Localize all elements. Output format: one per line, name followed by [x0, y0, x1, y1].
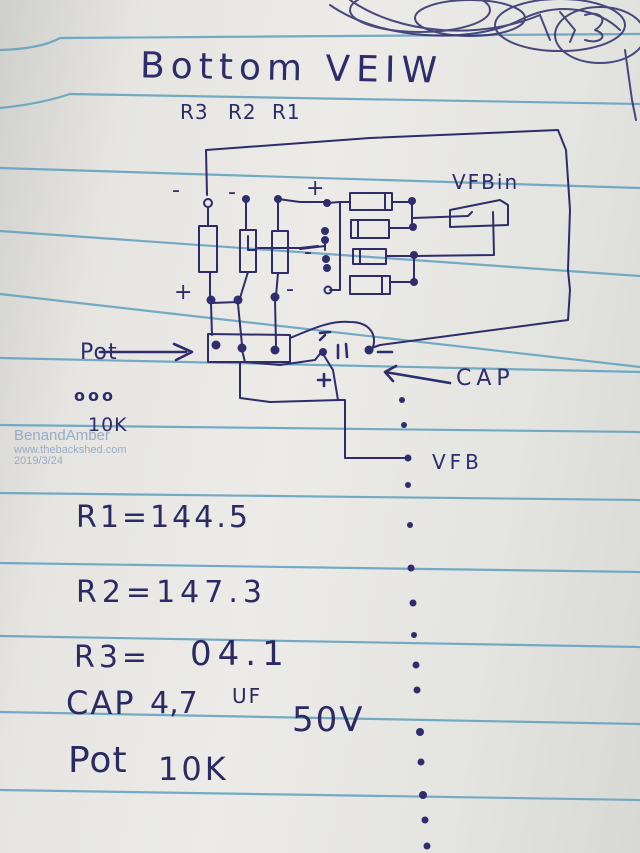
note-r3-value: 04.1 — [190, 634, 290, 674]
wire-vfbin — [412, 211, 495, 257]
pin-mid-3 — [322, 255, 330, 263]
label-r3: R3 — [180, 100, 209, 124]
wire-r1-to-plus — [277, 198, 326, 203]
pin-d2-out — [409, 223, 417, 231]
watermark-date: 2019/3/24 — [14, 455, 63, 467]
pot-pin-3 — [270, 345, 280, 355]
note-cap-unit: UF — [232, 684, 263, 708]
note-r3-label: R3= — [74, 640, 152, 675]
ruled-lines — [0, 32, 640, 802]
wire-resistor-bottoms — [209, 271, 279, 301]
wire-resistor-tops — [207, 198, 279, 232]
note-cap-label: CAP — [66, 684, 136, 722]
minus-mark-r1: - — [286, 277, 295, 302]
note-r1: R1=144.5 — [76, 500, 251, 535]
pin-r2-top — [242, 195, 250, 203]
cap-pin-minus — [364, 345, 374, 355]
pin-mid-1 — [321, 227, 329, 235]
label-r1: R1 — [272, 100, 301, 124]
wire-mid — [299, 242, 326, 251]
plus-mark-r3: + — [174, 280, 194, 305]
note-r2-label: R2= — [76, 575, 157, 610]
wire-pot-to-vfb — [239, 361, 409, 459]
note-cap-voltage: 50V — [292, 700, 365, 740]
watermark-site: www.thebackshed.com — [14, 444, 127, 456]
diode-2 — [350, 219, 390, 239]
label-r2: R2 — [228, 100, 257, 124]
pot-pins-sketch: ooo — [74, 386, 116, 405]
page-title: Bottom VEIW — [139, 45, 444, 92]
ruled-line — [0, 229, 640, 278]
cap-plus-bottom — [316, 372, 332, 388]
note-cap-value: 4,7 — [150, 686, 198, 721]
pin-d1-out — [408, 197, 416, 205]
pot-pin-2 — [237, 343, 247, 353]
ruled-line — [0, 561, 640, 574]
minus-mark-mid: - — [304, 240, 313, 265]
ruled-line — [0, 32, 640, 52]
vfbin-connector — [449, 199, 509, 228]
note-pot-label: Pot — [68, 740, 128, 781]
wire-outer-loop — [205, 129, 571, 351]
ruled-line — [0, 92, 640, 110]
wire-to-pot — [210, 299, 277, 346]
pot-label: Pot — [80, 340, 118, 365]
note-r2: R2=147.3 — [76, 575, 267, 610]
ruled-line — [0, 356, 640, 374]
wire-diode-outputs — [385, 201, 415, 283]
vfb-label: VFB — [432, 450, 483, 474]
pin-mid-4 — [323, 264, 331, 272]
note-r2-value: 147.3 — [156, 575, 267, 610]
watermark-name: BenandAmber — [14, 427, 110, 444]
pot-value-label: 10K — [88, 414, 128, 436]
scribble — [329, 0, 640, 121]
watermark: BenandAmber www.thebackshed.com 2019/3/2… — [14, 428, 127, 467]
cap-plus-top — [318, 330, 332, 342]
ruled-line — [0, 292, 640, 369]
vfb-in-label: VFBin — [452, 170, 520, 194]
ruled-line — [0, 423, 640, 434]
pin-bottom-b — [323, 285, 333, 295]
capacitor-symbol — [336, 342, 349, 360]
pin-r1-bottom — [270, 292, 280, 302]
cap-pin-plus — [319, 348, 327, 356]
cap-arrow — [383, 364, 452, 385]
potentiometer — [207, 333, 291, 363]
note-pot-value: 10K — [158, 750, 229, 788]
pot-arrow — [98, 342, 194, 362]
ruled-line — [0, 634, 640, 649]
minus-mark-r3: - — [172, 178, 181, 203]
ruled-line — [0, 166, 640, 190]
wire-pot-loop — [289, 320, 375, 351]
resistor-r3 — [198, 225, 218, 273]
wire-diode-bus — [326, 201, 351, 291]
plus-mark-diode: + — [306, 176, 326, 201]
dotted-column — [399, 397, 431, 850]
pin-mid-2 — [321, 236, 329, 244]
pin-d4-out — [410, 278, 418, 286]
cap-label: CAP — [456, 366, 515, 391]
resistor-r1 — [271, 230, 289, 274]
note-r1-label: R1= — [76, 500, 151, 535]
wire-r3-r2-bridge — [210, 301, 239, 304]
pin-r3-top — [203, 198, 213, 208]
wire-cap-plus — [322, 353, 339, 401]
diode-4 — [349, 275, 391, 295]
ruled-line — [0, 491, 640, 502]
pot-pin-1 — [211, 340, 221, 350]
note-r1-value: 144.5 — [150, 500, 251, 535]
ruled-line — [0, 788, 640, 802]
wire-pot-to-cap — [241, 349, 324, 366]
ruled-line — [0, 710, 640, 726]
minus-mark-r2: - — [228, 180, 237, 205]
